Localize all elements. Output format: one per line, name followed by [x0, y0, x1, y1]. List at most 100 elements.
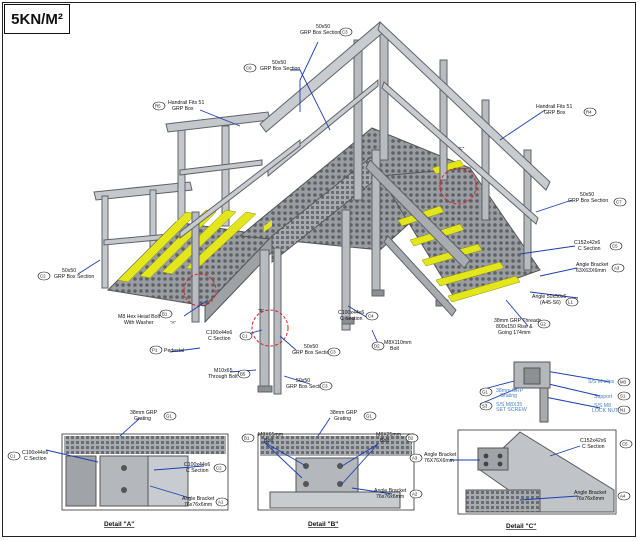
callout-bubble-r5: [152, 101, 166, 111]
callout-bubble-a1: [215, 497, 229, 507]
callout-text: GRP Box: [544, 110, 566, 116]
callout-text: Handrail Fits 51: [536, 104, 572, 110]
detail-b: 38mm GRP Grating G1 B1 M8X65mm Bolt M8X2…: [241, 410, 423, 528]
stair-assembly: "A" "B" "C": [93, 21, 551, 395]
callout-text: 76X76X6mm: [424, 458, 454, 464]
callout-tag: G1: [482, 390, 488, 395]
callout-tag: R5: [155, 104, 161, 109]
callout-tag: D2: [374, 344, 380, 349]
callout-tag: C1: [242, 334, 248, 339]
support-columns: [191, 29, 532, 395]
bracket-inset: G1 38mm GRP Grating S3 S/S M8X35 SET SCR…: [479, 361, 631, 423]
callout-bubble-s3: [479, 401, 493, 411]
callout-text: C Section: [582, 444, 605, 450]
callout-text: C Section: [24, 456, 47, 462]
callout-bubble-c1a: [7, 451, 21, 461]
callout-bubble-c4: [365, 311, 379, 321]
callout-tag: A3: [614, 266, 620, 271]
callout-text: Through Bolt: [208, 374, 238, 380]
callout-text: C Section: [208, 336, 231, 342]
callout-text: (A45-S6): [540, 300, 561, 306]
callout-text: 38mm GRP: [330, 410, 358, 416]
callout-bubble-m3: [617, 377, 631, 387]
callout-text: GRP Box Section: [286, 384, 326, 390]
callout-text: M8X25mm: [376, 432, 401, 438]
callout-tag: M3: [620, 380, 627, 385]
callout-tag: C3: [342, 30, 348, 35]
callout-text: C Section: [340, 316, 363, 322]
detail-marker-a-circle: [183, 273, 217, 307]
callout-text: 50x50: [272, 60, 286, 66]
callout-tag: C5: [612, 244, 618, 249]
callout-tag: C6: [246, 66, 252, 71]
callout-tag: C3: [330, 350, 336, 355]
callout-text: Angle 50x50x6: [532, 294, 566, 300]
callout-tag: A1: [218, 500, 224, 505]
callout-text: 50x50: [316, 24, 330, 30]
callout-text: Pedestal: [164, 348, 184, 354]
callout-text: C152x42x6: [574, 240, 600, 246]
callout-text: GRP Box: [172, 106, 194, 112]
callout-tag: P1: [152, 348, 158, 353]
callout-text: Handrail Fits 51: [168, 100, 204, 106]
callout-text: SET SCREW: [496, 407, 527, 413]
callout-tag: C3: [322, 384, 328, 389]
callout-text: C Section: [578, 246, 601, 252]
callout-text: 76x76x6mm: [184, 502, 212, 508]
callout-tag: G2: [540, 322, 546, 327]
callout-bubble-c5: [609, 241, 623, 251]
stringers: [365, 159, 471, 317]
callout-text: Grating: [134, 416, 151, 422]
callout-text: 38mm GRP Threads: [494, 318, 542, 324]
callout-text: Angle Bracket: [574, 490, 607, 496]
detail-a-title: Detail "A": [104, 521, 134, 528]
callout-bubble-g1: [479, 387, 493, 397]
callout-tag: B1: [244, 436, 250, 441]
load-rating-box: 5KN/M²: [4, 4, 70, 34]
callout-text: S/S M8: [594, 403, 611, 409]
callout-bubble-b1: [159, 309, 173, 319]
callout-bubble-b1b: [241, 433, 255, 443]
callout-text: LOCK NUT: [592, 408, 619, 414]
callout-text: 38mm GRP: [496, 388, 524, 394]
callout-text: M8 Hex Head Bolt: [118, 314, 161, 320]
callout-bubble-s1: [617, 391, 631, 401]
callout-tag: N1: [620, 408, 626, 413]
callout-tag: C1: [10, 454, 16, 459]
callout-text: 800x150 Rise &: [496, 324, 533, 330]
callout-text: 76x76x6mm: [376, 494, 404, 500]
detail-c: A3 Angle Bracket 76X76X6mm C152x42x6 C S…: [409, 429, 633, 530]
callout-text: C Section: [186, 468, 209, 474]
callout-bubble-c7: [613, 197, 627, 207]
callout-text: C100x44x6: [338, 310, 364, 316]
callout-text: 38mm GRP: [130, 410, 158, 416]
callout-tag: S3: [482, 404, 488, 409]
callout-bubble-c3: [339, 27, 353, 37]
callout-tag: B5: [240, 372, 246, 377]
callout-text: GRP Box Section: [54, 274, 94, 280]
callout-text: Grating: [334, 416, 351, 422]
callout-bubble-d2: [371, 341, 385, 351]
callout-bubble-c5c: [619, 439, 633, 449]
callout-text: C100x44x6: [22, 450, 48, 456]
callout-tag: C5: [622, 442, 628, 447]
detail-marker-c-text: "C": [458, 146, 465, 151]
callout-bubble-a3: [611, 263, 625, 273]
callout-tag: A3: [412, 456, 418, 461]
callout-tag: C2: [40, 274, 46, 279]
callout-bubble-g2: [537, 319, 551, 329]
drawing-frame: [2, 2, 636, 537]
callout-text: Angle Bracket: [182, 496, 215, 502]
callout-tag: A4: [620, 494, 626, 499]
callout-tag: L1: [568, 300, 573, 305]
callout-bubble-g1b: [363, 411, 377, 421]
callout-text: Bolt: [390, 346, 399, 352]
detail-c-title: Detail "C": [506, 523, 536, 530]
callout-text: GRP Box Section: [568, 198, 608, 204]
handrails: [179, 21, 551, 240]
callout-tag: C2: [216, 466, 222, 471]
detail-marker-a-text: "A": [170, 320, 176, 325]
callout-tag: S1: [620, 394, 626, 399]
callout-bubble-c6: [243, 63, 257, 73]
callout-text: M8X65mm: [258, 432, 283, 438]
